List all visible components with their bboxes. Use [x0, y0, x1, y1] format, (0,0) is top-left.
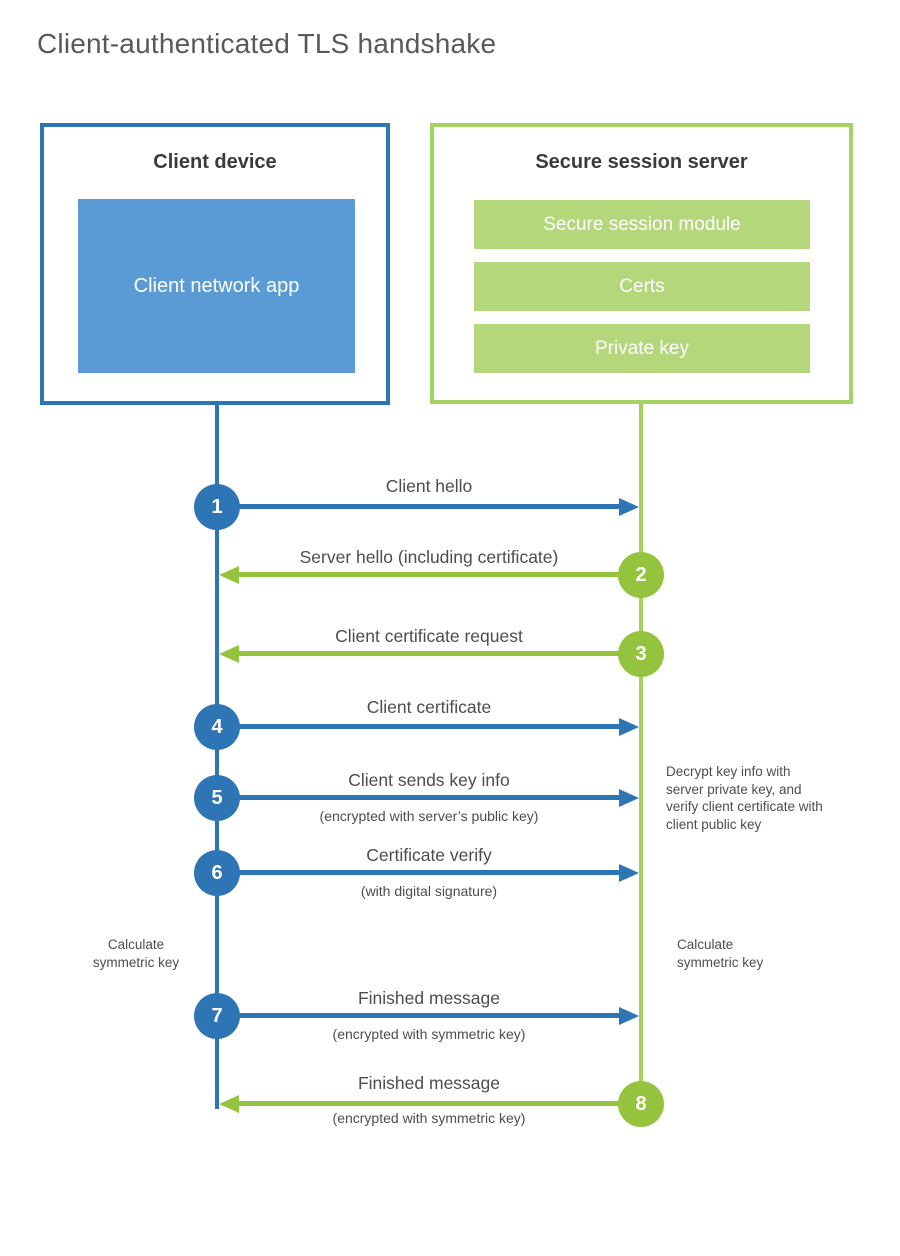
message-5-arrowhead-icon [619, 789, 639, 807]
message-8-step-badge: 8 [618, 1081, 664, 1127]
calculate-symmetric-key-note-client: Calculate symmetric key [92, 937, 180, 970]
message-4-step-badge: 4 [194, 704, 240, 750]
decrypt-key-note: Decrypt key info with server private key… [666, 764, 823, 832]
message-1-arrowhead-icon [619, 498, 639, 516]
message-1-label: Client hello [385, 476, 473, 496]
message-2-arrowhead-icon [219, 566, 239, 584]
message-8-arrowhead-icon [219, 1095, 239, 1113]
message-6-arrowhead-icon [619, 864, 639, 882]
message-3-arrowhead-icon [219, 645, 239, 663]
client-network-app-box: Client network app [78, 199, 355, 373]
server-module-secure-session: Secure session module [474, 200, 810, 249]
client-device-title: Client device [153, 151, 277, 173]
message-1-arrow-line [215, 504, 619, 509]
message-8-label: Finished message [357, 1073, 501, 1093]
message-3-step-badge: 3 [618, 631, 664, 677]
message-3-label: Client certificate request [335, 626, 523, 646]
message-5-sublabel: (encrypted with server’s public key) [319, 808, 539, 824]
calculate-symmetric-key-note-server: Calculate symmetric key [677, 937, 764, 970]
secure-session-server-title: Secure session server [535, 151, 748, 173]
server-module-certs: Certs [474, 262, 810, 311]
message-5-step-badge: 5 [194, 775, 240, 821]
message-6-arrow-line [215, 870, 619, 875]
message-4-arrowhead-icon [619, 718, 639, 736]
message-4-arrow-line [215, 724, 619, 729]
message-1-step-badge: 1 [194, 484, 240, 530]
message-8-arrow-line [238, 1101, 643, 1106]
message-6-step-badge: 6 [194, 850, 240, 896]
message-7-arrow-line [215, 1013, 619, 1018]
message-7-step-badge: 7 [194, 993, 240, 1039]
message-7-arrowhead-icon [619, 1007, 639, 1025]
message-5-label: Client sends key info [348, 770, 510, 790]
message-7-label: Finished message [357, 988, 501, 1008]
server-module-private-key: Private key [474, 324, 810, 373]
server-lifeline [639, 403, 643, 1104]
message-6-label: Certificate verify [366, 845, 492, 865]
message-8-sublabel: (encrypted with symmetric key) [332, 1110, 526, 1126]
message-7-sublabel: (encrypted with symmetric key) [332, 1026, 526, 1042]
message-4-label: Client certificate [366, 697, 492, 717]
message-5-arrow-line [215, 795, 619, 800]
page-title: Client-authenticated TLS handshake [37, 28, 497, 59]
message-2-label: Server hello (including certificate) [299, 547, 559, 567]
message-2-step-badge: 2 [618, 552, 664, 598]
message-3-arrow-line [238, 651, 643, 656]
client-lifeline [215, 404, 219, 1109]
message-2-arrow-line [238, 572, 643, 577]
message-6-sublabel: (with digital signature) [360, 883, 498, 899]
